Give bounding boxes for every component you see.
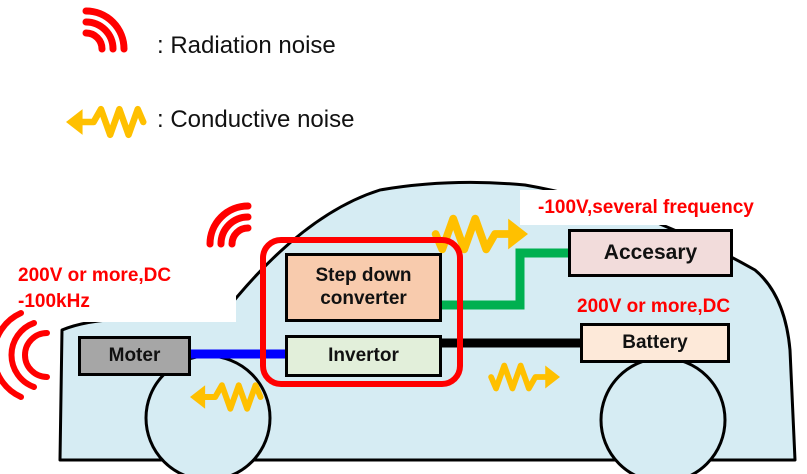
motor-spec-line2: -100kHz [18,291,90,312]
radiation-waves-roof [206,202,252,248]
legend-conductive-label: : Conductive noise [157,106,355,133]
legend-radiation-icon [82,7,128,53]
legend-conductive-icon [66,109,143,135]
step-down-converter-line1: Step down [315,264,412,286]
motor-spec-label: 200V or more,DC -100kHz [18,263,171,315]
accessory-link [441,248,568,310]
accessory-spec-label: -100V,several frequency [538,197,754,218]
converter-invertor-highlight [260,237,463,387]
step-down-converter-box: Step down converter [285,253,442,322]
battery-box: Battery [580,323,730,363]
right-notch [520,190,807,225]
radiation-waves-motor [0,310,50,400]
legend-radiation-label: : Radiation noise [157,32,336,59]
battery-spec-label: 200V or more,DC [577,296,731,317]
moter-box: Moter [78,336,191,376]
front-wheel [599,356,727,474]
left-notch [0,205,236,322]
motor-spec-line1: 200V or more,DC [18,265,172,286]
invertor-box: Invertor [285,335,442,377]
accesary-box: Accesary [568,229,733,277]
step-down-converter-line2: converter [320,287,407,309]
